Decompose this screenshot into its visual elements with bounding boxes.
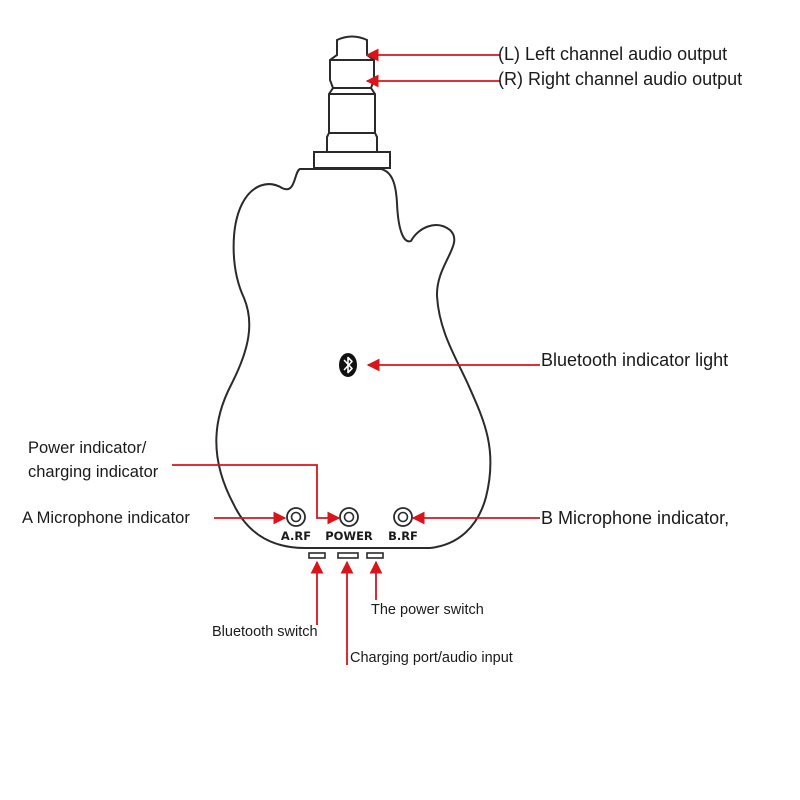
- label-charging-port: Charging port/audio input: [350, 650, 513, 666]
- indicator-power: [339, 507, 359, 527]
- indicator-brf: [393, 507, 413, 527]
- panel-label-arf: A.RF: [281, 529, 311, 543]
- label-a-mic-indicator: A Microphone indicator: [22, 509, 190, 527]
- audio-plug: [313, 35, 391, 169]
- label-power-indicator-line2: charging indicator: [28, 463, 159, 481]
- label-bluetooth-switch: Bluetooth switch: [212, 624, 318, 640]
- label-power-indicator-line1: Power indicator/: [28, 439, 147, 457]
- panel-label-brf: B.RF: [388, 529, 418, 543]
- label-right-channel: (R) Right channel audio output: [498, 69, 743, 89]
- label-power-switch: The power switch: [371, 602, 484, 618]
- arrow-power-indicator: [172, 464, 341, 525]
- label-b-mic-indicator: B Microphone indicator,: [541, 508, 730, 528]
- label-bluetooth-light: Bluetooth indicator light: [541, 350, 729, 370]
- power-switch-port: [366, 552, 384, 559]
- bluetooth-switch-port: [308, 552, 326, 559]
- device-body: [215, 168, 492, 549]
- bluetooth-icon: [339, 353, 357, 377]
- indicator-arf: [286, 507, 306, 527]
- charging-port: [337, 552, 359, 559]
- label-left-channel: (L) Left channel audio output: [498, 44, 728, 64]
- panel-label-power: POWER: [325, 529, 373, 543]
